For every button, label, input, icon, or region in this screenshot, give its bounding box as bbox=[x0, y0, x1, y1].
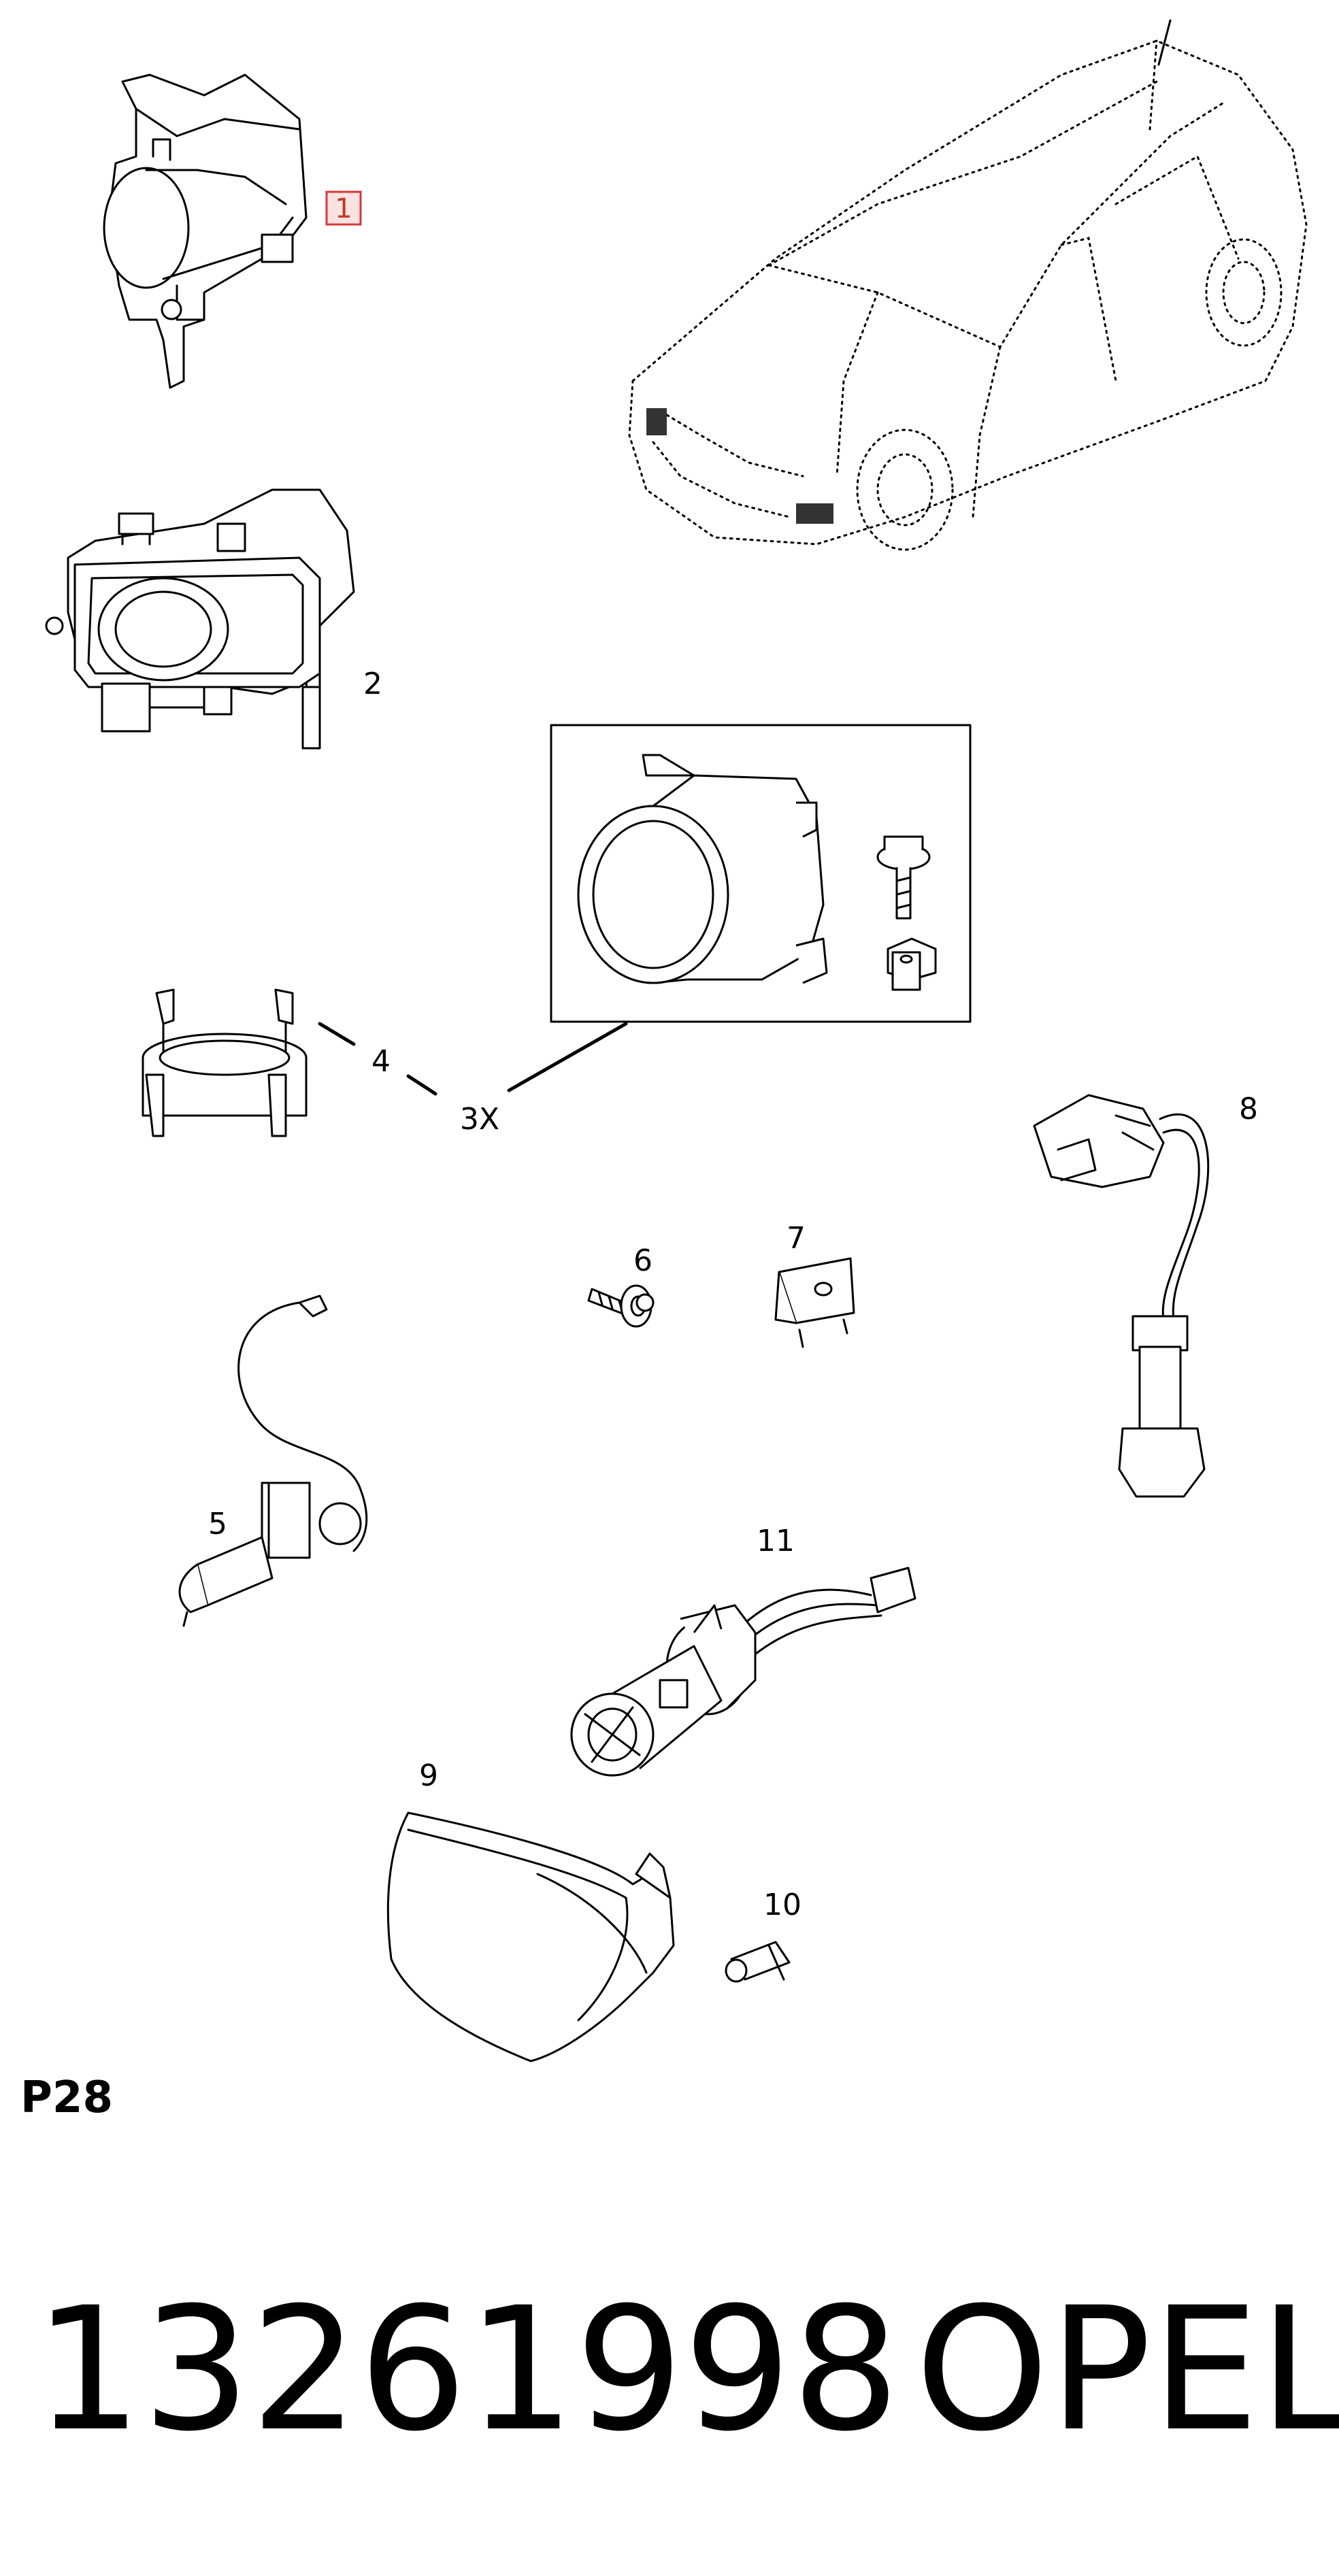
leader-4-3x bbox=[318, 1022, 437, 1096]
callout-10: 10 bbox=[763, 1888, 801, 1922]
round-fog-lamp-with-fasteners-icon bbox=[550, 724, 972, 1023]
side-marker-lamp-icon bbox=[386, 1811, 675, 2062]
callout-6: 6 bbox=[633, 1243, 652, 1278]
wiring-harness-icon bbox=[1033, 1094, 1210, 1498]
callout-7: 7 bbox=[787, 1221, 806, 1256]
brand-name: OPEL bbox=[915, 2271, 1339, 2469]
leader-inset-3x bbox=[507, 1022, 628, 1092]
bolt-icon bbox=[587, 1284, 655, 1328]
fog-lamp-assembly-icon bbox=[45, 488, 355, 750]
wedge-bulb-icon bbox=[725, 1941, 791, 1983]
bulb-socket-harness-icon bbox=[570, 1567, 916, 1777]
callout-3x: 3X bbox=[460, 1102, 499, 1137]
callout-5: 5 bbox=[208, 1507, 227, 1541]
page-code: P28 bbox=[20, 2073, 113, 2123]
callout-8: 8 bbox=[1239, 1092, 1258, 1126]
callout-1: 1 bbox=[335, 193, 352, 224]
clip-nut-icon bbox=[774, 1257, 855, 1348]
callout-4: 4 bbox=[371, 1044, 391, 1079]
hatchback-car-icon bbox=[628, 19, 1308, 551]
callout-2: 2 bbox=[363, 667, 382, 701]
part-number: 13261998 bbox=[34, 2271, 899, 2469]
fog-lamp-bracket-icon bbox=[103, 73, 308, 389]
halogen-bulb-with-lead-icon bbox=[178, 1294, 368, 1627]
lamp-retaining-ring-icon bbox=[142, 988, 308, 1137]
callout-11: 11 bbox=[757, 1524, 795, 1558]
callout-9: 9 bbox=[419, 1758, 438, 1793]
